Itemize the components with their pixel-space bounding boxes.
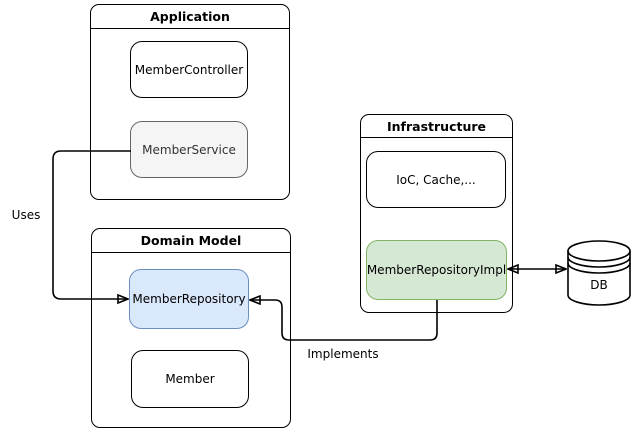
db-label: DB <box>590 278 607 292</box>
db-cylinder-disk-line-1 <box>567 256 631 268</box>
db-cylinder-body <box>567 240 631 306</box>
domain-model-title: Domain Model <box>92 229 290 253</box>
member-repository-node: MemberRepository <box>129 269 249 329</box>
member-repository-impl-node: MemberRepositoryImpl <box>366 240 507 300</box>
ioc-cache-node: IoC, Cache,... <box>366 151 506 208</box>
db-cylinder-disk-line-2 <box>567 262 631 274</box>
member-node: Member <box>131 350 249 408</box>
db-cylinder-top-ellipse <box>567 250 631 262</box>
member-controller-node: MemberController <box>130 41 248 98</box>
db-cylinder: DB <box>567 240 631 306</box>
member-service-node: MemberService <box>130 121 248 178</box>
infrastructure-title: Infrastructure <box>361 115 512 138</box>
application-title: Application <box>91 5 289 29</box>
uses-label: Uses <box>11 208 41 222</box>
implements-label: Implements <box>307 347 379 361</box>
